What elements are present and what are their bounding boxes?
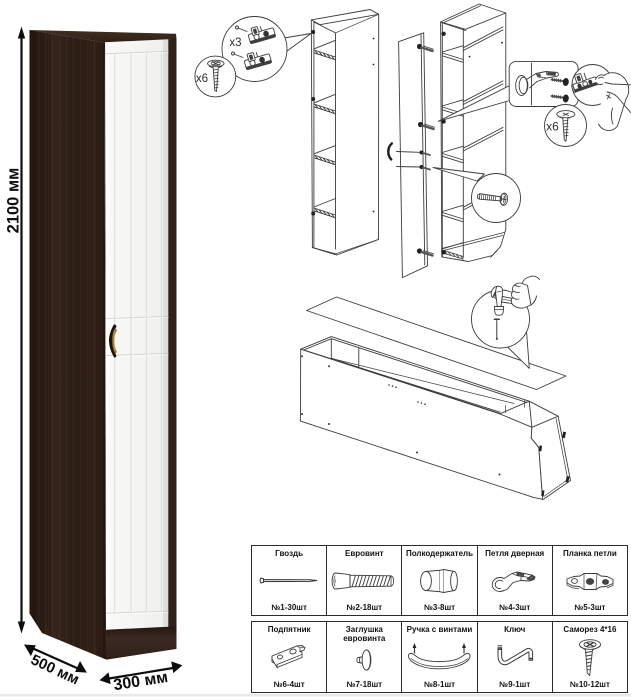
svg-text:x6: x6 — [546, 120, 559, 134]
svg-text:2100 мм: 2100 мм — [5, 168, 23, 234]
svg-text:500 мм: 500 мм — [28, 651, 82, 688]
svg-text:300 мм: 300 мм — [112, 669, 169, 694]
svg-text:x3: x3 — [229, 37, 241, 49]
svg-text:x6: x6 — [196, 73, 208, 85]
